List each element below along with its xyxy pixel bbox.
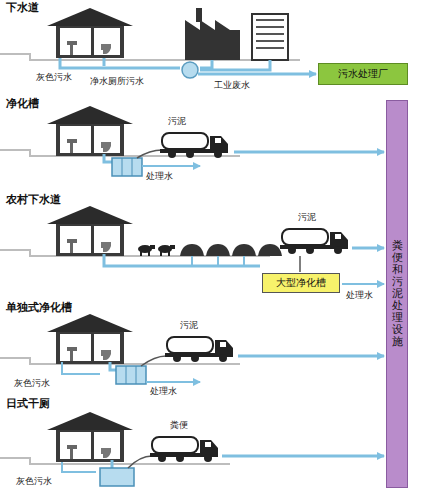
row-title: 日式干厕 (6, 398, 50, 411)
art-line (342, 283, 384, 285)
row-title: 下水道 (6, 2, 39, 15)
flow-label: 处理水 (346, 290, 373, 300)
art-line (234, 151, 384, 154)
art-use (47, 106, 133, 156)
node-text: 粪便和污泥处理设施 (392, 240, 403, 349)
art-use (150, 437, 218, 462)
sewer-row (0, 8, 316, 78)
art-path (103, 58, 106, 66)
art-use (47, 412, 133, 462)
art-rect (185, 30, 240, 60)
art-line (146, 381, 200, 383)
art-use (165, 337, 233, 362)
art-line (198, 73, 316, 76)
art-path (62, 362, 100, 374)
art-line (142, 165, 200, 167)
flow-label: 净水厕所污水 (90, 76, 144, 86)
art-path (62, 462, 96, 472)
art-path (122, 158, 132, 176)
art-use (138, 245, 155, 256)
row-title: 单独式净化槽 (6, 302, 72, 315)
flow-label: 处理水 (150, 386, 177, 396)
art-path (104, 254, 260, 266)
flow-label: 灰色污水 (16, 476, 52, 486)
row-title: 净化槽 (6, 98, 39, 111)
art-use (158, 245, 175, 256)
large-septic-box: 大型净化槽 (262, 273, 340, 293)
individual-row (0, 314, 384, 384)
row-title: 农村下水道 (6, 194, 61, 207)
flow-label: 灰色污水 (14, 378, 50, 388)
art-polygon (185, 20, 230, 30)
art-circle (182, 62, 198, 78)
art-use (258, 244, 282, 256)
art-use (47, 8, 133, 58)
art-use (280, 229, 348, 254)
flow-label: 灰色污水 (36, 72, 72, 82)
art-path (141, 356, 166, 366)
art-path (200, 60, 270, 70)
art-rect (196, 8, 202, 22)
flow-label: 污泥 (168, 116, 186, 126)
art-path (126, 366, 136, 384)
art-path (111, 460, 114, 468)
art-rect (100, 468, 134, 486)
art-path (104, 154, 112, 162)
art-line (352, 247, 384, 250)
art-path (200, 60, 212, 68)
flow-label: 处理水 (146, 171, 173, 181)
art-path (192, 256, 244, 266)
art-rect (252, 14, 288, 60)
art-use (206, 244, 230, 256)
art-rect (116, 366, 146, 384)
art-path (299, 256, 301, 272)
art-path (256, 20, 284, 48)
node-text: 大型净化槽 (276, 276, 326, 290)
art-path (128, 456, 152, 468)
treatment-plant-box: 污水处理厂 (318, 63, 408, 85)
septic-row (0, 106, 384, 176)
art-line (222, 455, 384, 458)
art-rect (112, 158, 142, 176)
flow-label: 污泥 (180, 320, 198, 330)
art-line (238, 355, 384, 358)
art-use (180, 244, 204, 256)
flow-label: 工业废水 (214, 80, 250, 90)
art-use (47, 206, 133, 256)
art-use (232, 244, 256, 256)
art-path (110, 362, 116, 370)
art-path (137, 150, 162, 158)
disposal-facility-bar: 粪便和污泥处理设施 (386, 100, 408, 488)
flow-label: 污泥 (298, 212, 316, 222)
flow-label: 粪便 (170, 420, 188, 430)
art-use (160, 133, 228, 158)
node-text: 污水处理厂 (338, 67, 388, 81)
art-path (60, 58, 180, 68)
dry-toilet-row (0, 412, 384, 486)
art-use (47, 314, 133, 364)
